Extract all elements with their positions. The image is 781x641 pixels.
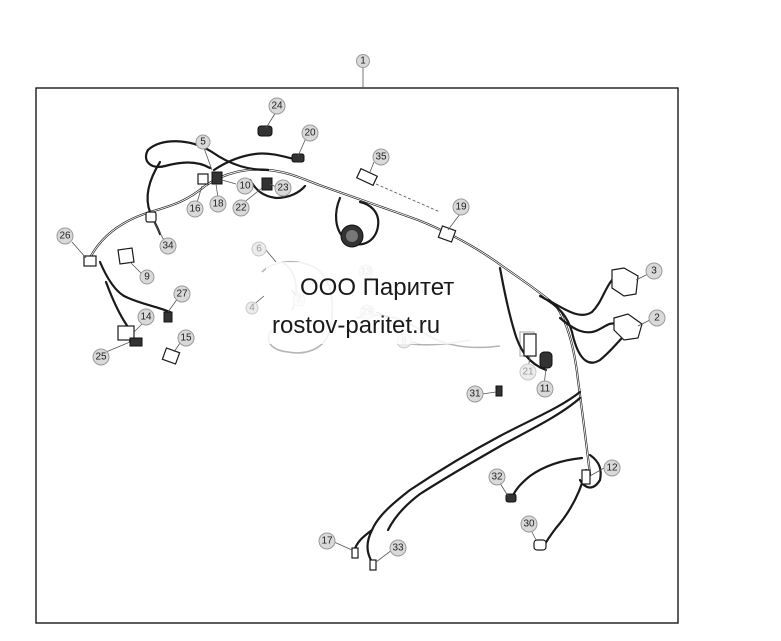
watermark: ООО Паритет rostov-paritet.ru (266, 262, 494, 344)
callout-31: 31 (466, 385, 484, 403)
callout-1-label: 1 (360, 56, 366, 67)
wiring-harness (86, 140, 624, 564)
callout-2-label: 2 (654, 313, 660, 324)
callout-12-label: 12 (606, 463, 618, 474)
callout-5: 5 (195, 134, 211, 150)
callout-27: 27 (173, 285, 191, 303)
callout-15: 15 (177, 329, 195, 347)
watermark-url: rostov-paritet.ru (272, 312, 440, 339)
callout-22-label: 22 (235, 203, 247, 214)
callout-21-label: 21 (522, 367, 534, 378)
callout-16-label: 16 (189, 204, 201, 215)
callout-20-label: 20 (304, 128, 316, 139)
callout-32-label: 32 (491, 472, 503, 483)
callout-23-label: 23 (277, 183, 289, 194)
callout-19-label: 19 (455, 202, 467, 213)
callout-1: 1 (356, 54, 370, 68)
callout-30: 30 (520, 515, 538, 533)
watermark-company: ООО Паритет (300, 274, 454, 301)
callout-6: 6 (251, 241, 267, 257)
callout-22: 22 (232, 199, 250, 217)
callout-20: 20 (301, 124, 319, 142)
callout-30-label: 30 (523, 519, 535, 530)
callout-31-label: 31 (469, 389, 481, 400)
callout-6-label: 6 (256, 244, 262, 255)
callout-9: 9 (139, 269, 155, 285)
callout-35: 35 (372, 148, 390, 166)
callout-24: 24 (268, 97, 286, 115)
callout-18-label: 18 (212, 199, 224, 210)
callout-11: 11 (536, 380, 554, 398)
callout-12: 12 (603, 459, 621, 477)
callout-33: 33 (389, 539, 407, 557)
callout-14: 14 (137, 308, 155, 326)
callout-34: 34 (159, 237, 177, 255)
callout-23: 23 (274, 179, 292, 197)
callout-25-label: 25 (95, 352, 107, 363)
callout-3-label: 3 (651, 266, 657, 277)
callout-14-label: 14 (140, 312, 152, 323)
callout-26-label: 26 (59, 231, 71, 242)
callout-9-label: 9 (144, 272, 150, 283)
callout-33-label: 33 (392, 543, 404, 554)
callout-17: 17 (318, 532, 336, 550)
callout-10-label: 10 (239, 181, 251, 192)
callout-3: 3 (645, 262, 663, 280)
callouts: 2 3 4 5 6 7 8 9 10 11 12 13 14 15 16 17 … (56, 97, 666, 557)
callout-17-label: 17 (321, 536, 333, 547)
callout-35-label: 35 (375, 152, 387, 163)
callout-11-label: 11 (540, 384, 551, 395)
callout-24-label: 24 (271, 101, 283, 112)
callout-10: 10 (236, 177, 254, 195)
callout-4-label: 4 (249, 303, 255, 314)
callout-4: 4 (245, 301, 259, 315)
diagram-frame (35, 87, 679, 624)
callout-18: 18 (209, 195, 227, 213)
callout-32: 32 (488, 468, 506, 486)
callout-34-label: 34 (162, 241, 174, 252)
callout-15-label: 15 (180, 333, 192, 344)
callout-2: 2 (648, 309, 666, 327)
callout-19: 19 (452, 198, 470, 216)
callout-27-label: 27 (176, 289, 188, 300)
callout-5-label: 5 (200, 137, 206, 148)
callout-21: 21 (519, 363, 537, 381)
callout-25: 25 (92, 348, 110, 366)
connectors (83, 125, 643, 571)
callout-16: 16 (186, 200, 204, 218)
callout-26: 26 (56, 227, 74, 245)
